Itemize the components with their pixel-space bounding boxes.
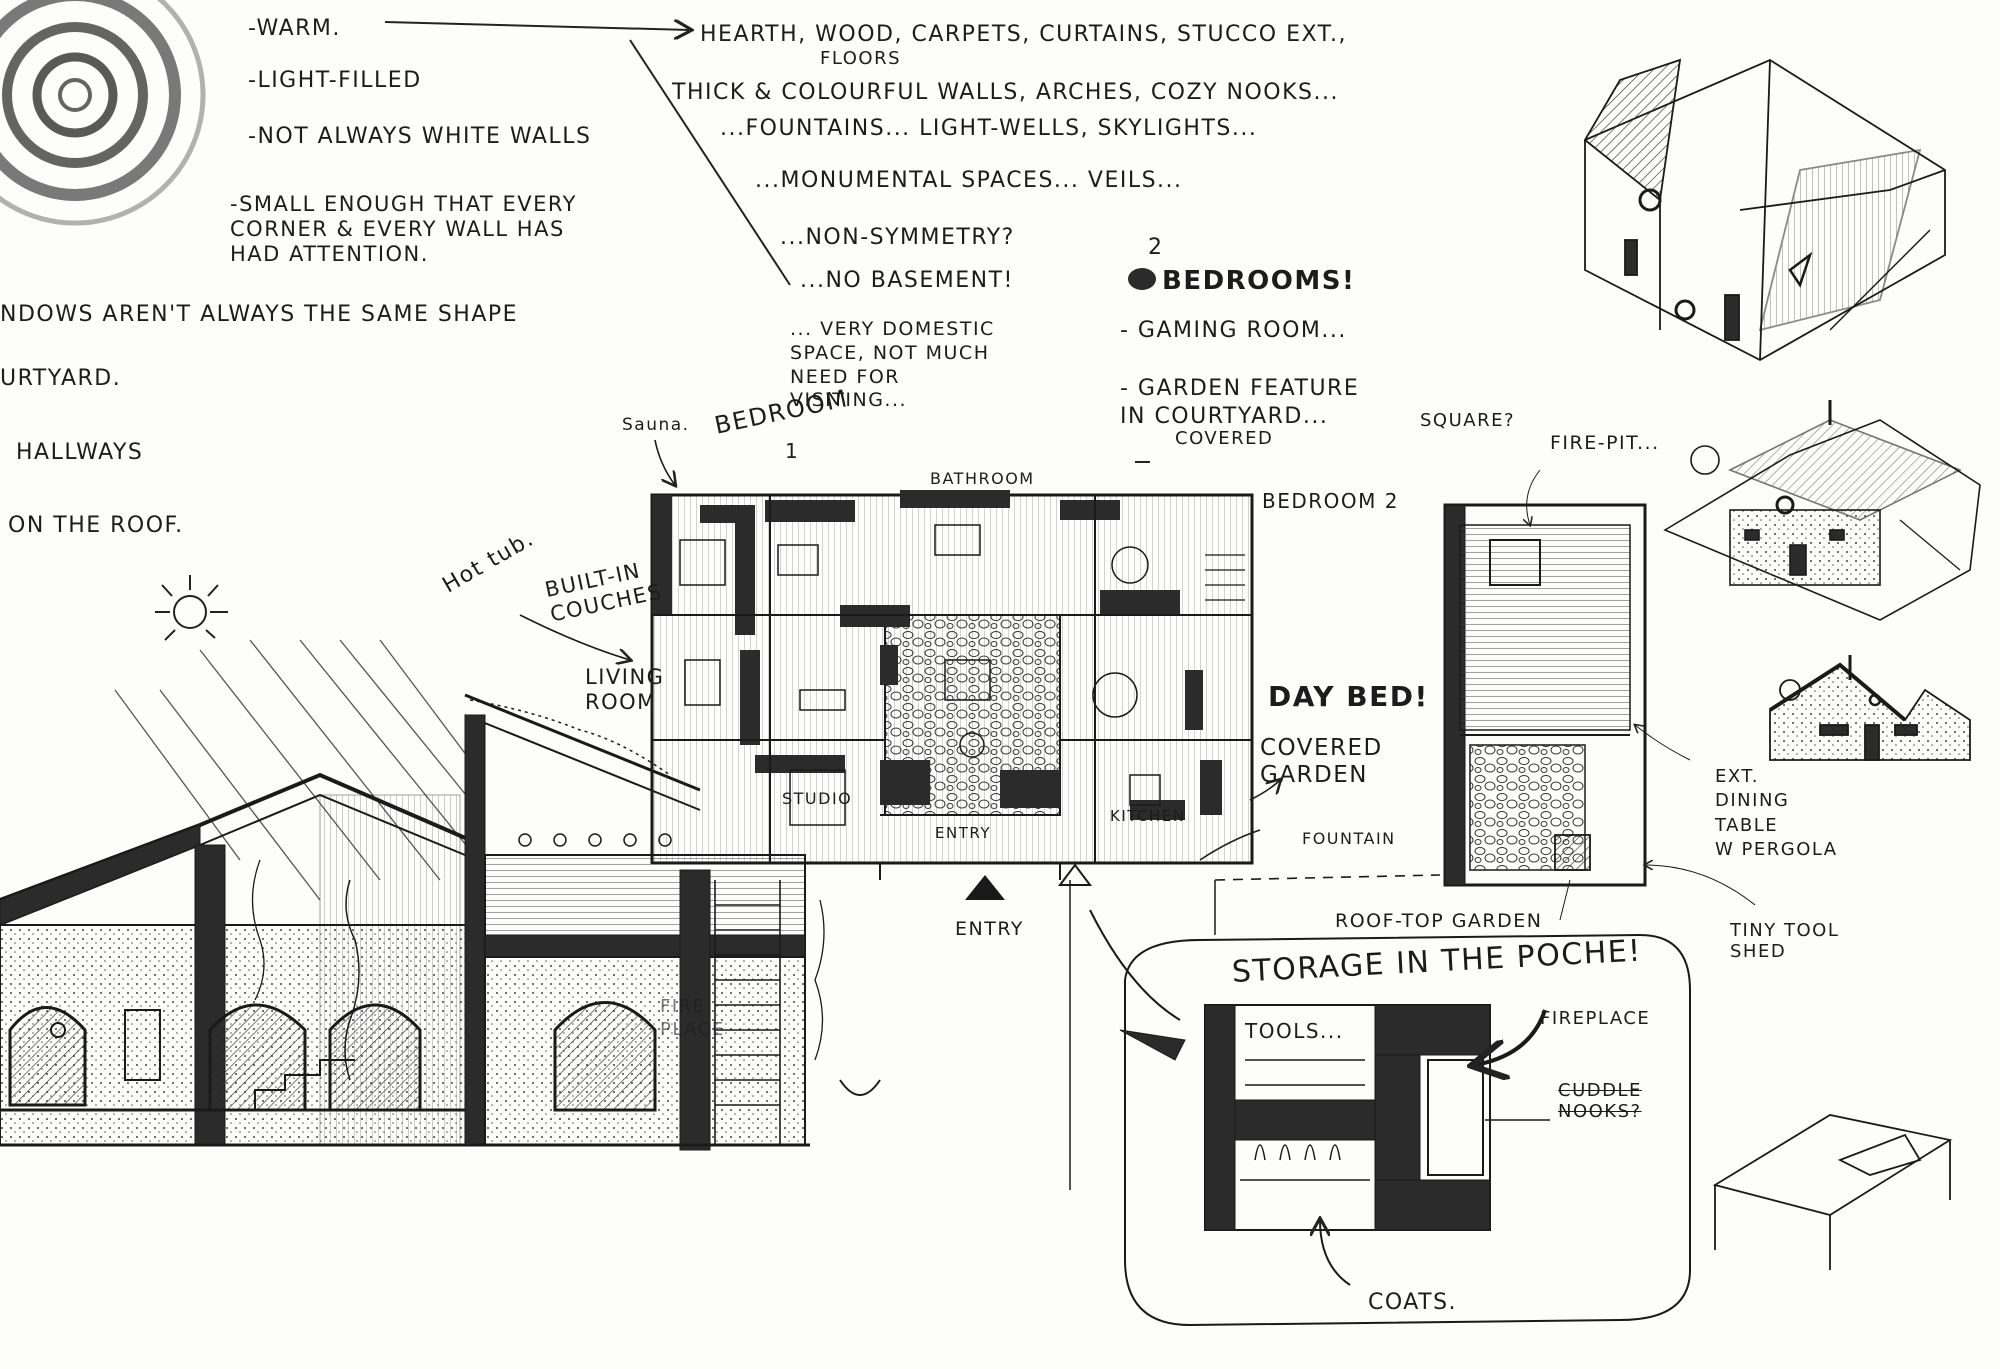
- roof-plan: [1443, 469, 1756, 921]
- note-fountains: ...FOUNTAINS... LIGHT-WELLS, SKYLIGHTS..…: [720, 116, 1258, 141]
- label-ext-dining: EXT. DINING TABLE W PERGOLA: [1715, 766, 1838, 860]
- note-covered: COVERED: [1175, 428, 1274, 449]
- label-kitchen: KITCHEN: [1110, 807, 1186, 825]
- label-bedroom1-num: 1: [785, 439, 800, 463]
- bullet-dot-icon: [1128, 268, 1156, 290]
- note-windows: NDOWS AREN'T ALWAYS THE SAME SHAPE: [0, 302, 519, 327]
- note-monumental: ...MONUMENTAL SPACES... VEILS...: [755, 168, 1183, 193]
- label-fountain: FOUNTAIN: [1302, 829, 1396, 848]
- section-elevation: [0, 772, 471, 1147]
- label-coats: COATS.: [1368, 1290, 1458, 1315]
- label-bedroom2: BEDROOM 2: [1262, 489, 1399, 513]
- box-sketch: [1712, 1114, 1953, 1270]
- floor-plan: [650, 490, 1254, 900]
- label-roof-garden: ROOF-TOP GARDEN: [1335, 910, 1543, 932]
- note-no-basement: ...NO BASEMENT!: [800, 268, 1014, 293]
- label-fireplace: FIREPLACE: [1540, 1008, 1651, 1029]
- note-not-white: -NOT ALWAYS WHITE WALLS: [248, 124, 592, 149]
- label-section-fireplace: FIRE PLACE: [660, 996, 725, 1041]
- label-fire-pit: FIRE-PIT...: [1550, 432, 1660, 454]
- note-bedrooms: BEDROOMS!: [1162, 266, 1356, 296]
- label-day-bed: DAY BED!: [1268, 680, 1429, 713]
- section-two-storey: [464, 693, 881, 1151]
- plan-leader-lines: [519, 439, 1441, 881]
- note-roof: ON THE ROOF.: [8, 513, 184, 538]
- header-divider-lines: [384, 22, 1150, 463]
- label-tools: TOOLS...: [1245, 1019, 1344, 1043]
- label-tool-shed: TINY TOOL SHED: [1730, 920, 1840, 963]
- note-hallways: HALLWAYS: [16, 440, 144, 465]
- note-garden-feature: - GARDEN FEATURE IN COURTYARD...: [1120, 376, 1360, 429]
- label-entry-plan: ENTRY: [935, 824, 991, 842]
- label-sauna: Sauna.: [622, 415, 690, 435]
- note-bedrooms-num: 2: [1148, 235, 1164, 260]
- note-courtyard: URTYARD.: [0, 366, 122, 391]
- note-floors: FLOORS: [820, 48, 902, 69]
- note-light-filled: -LIGHT-FILLED: [248, 68, 422, 93]
- note-warm: -WARM.: [248, 16, 341, 41]
- note-materials: HEARTH, WOOD, CARPETS, CURTAINS, STUCCO …: [700, 22, 1347, 47]
- note-domestic: ... VERY DOMESTIC SPACE, NOT MUCH NEED F…: [790, 318, 995, 412]
- note-gaming: - GAMING ROOM...: [1120, 318, 1347, 343]
- isometric-sketch-medium: [1663, 400, 1981, 621]
- label-living: LIVING ROOM: [585, 665, 665, 714]
- small-sun-icon: [155, 575, 228, 641]
- note-walls: THICK & COLOURFUL WALLS, ARCHES, COZY NO…: [672, 80, 1339, 105]
- note-small-enough: -SMALL ENOUGH THAT EVERY CORNER & EVERY …: [230, 192, 577, 266]
- label-entry: ENTRY: [955, 918, 1024, 940]
- note-square: SQUARE?: [1420, 410, 1516, 431]
- isometric-sketch-large: [1583, 58, 1946, 362]
- storage-detail: [1058, 863, 1691, 1327]
- label-covered-garden: COVERED GARDEN: [1260, 735, 1383, 789]
- label-cuddle: CUDDLE NOOKS?: [1558, 1080, 1642, 1123]
- elevation-sketch-small: [1768, 655, 1971, 761]
- label-studio: STUDIO: [782, 789, 853, 808]
- label-bathroom: BATHROOM: [930, 469, 1035, 488]
- sun-spiral-icon: [0, 0, 206, 226]
- note-non-symmetry: ...NON-SYMMETRY?: [780, 225, 1015, 250]
